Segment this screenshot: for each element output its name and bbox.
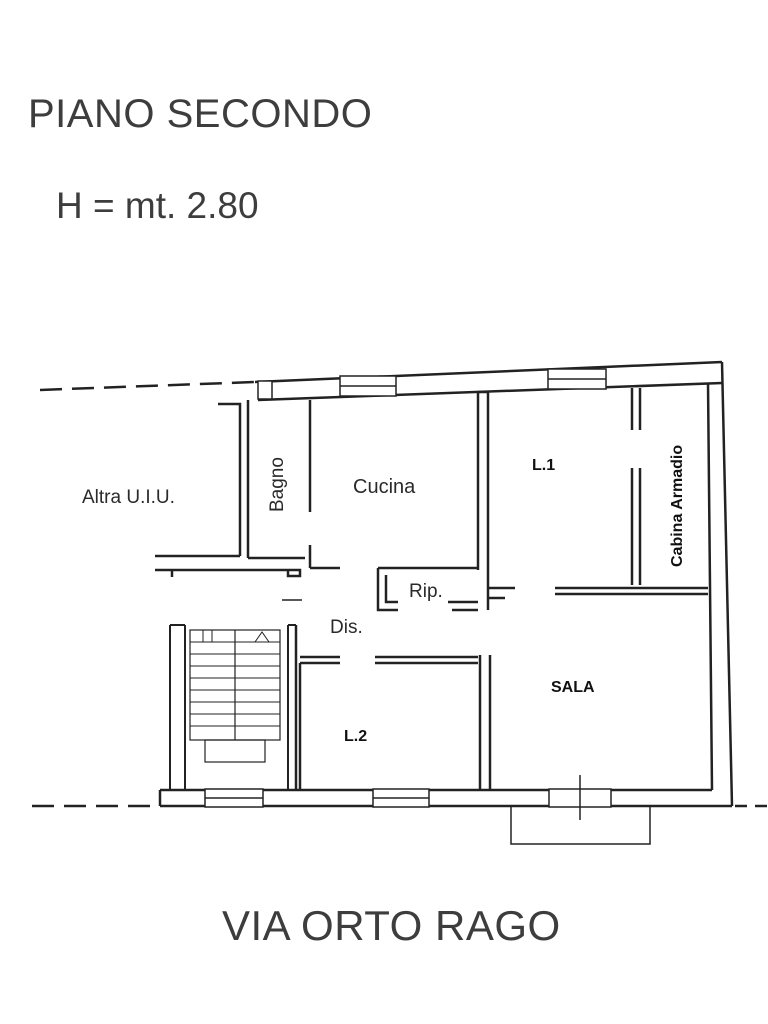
windows-bottom [204, 775, 612, 820]
room-label-cucina: Cucina [353, 476, 416, 498]
room-label-l1: L.1 [532, 457, 555, 474]
stairwell [169, 624, 296, 790]
ceiling-height-note: H = mt. 2.80 [56, 185, 259, 226]
wall-altra-uiu [155, 402, 302, 578]
balcony [510, 806, 651, 845]
wall-ripostiglio [376, 566, 478, 612]
windows-top [257, 368, 607, 400]
wall-cucina-l1 [476, 390, 515, 610]
street-name: VIA ORTO RAGO [222, 902, 561, 949]
room-label-disimpegno: Dis. [330, 617, 363, 638]
room-label-l2: L.2 [344, 728, 367, 745]
room-label-ripostiglio: Rip. [409, 581, 443, 602]
room-label-cabina-armadio: Cabina Armadio [669, 445, 686, 567]
wall-bagno [246, 400, 340, 570]
room-label-bagno: Bagno [267, 457, 288, 512]
wall-cabina-armadio [555, 388, 708, 596]
wall-sala-l2 [294, 625, 492, 790]
boundary-line-top [39, 380, 256, 392]
plan-title: PIANO SECONDO [28, 92, 373, 136]
room-label-sala: SALA [551, 679, 595, 696]
room-label-altra-uiu: Altra U.I.U. [82, 487, 175, 508]
